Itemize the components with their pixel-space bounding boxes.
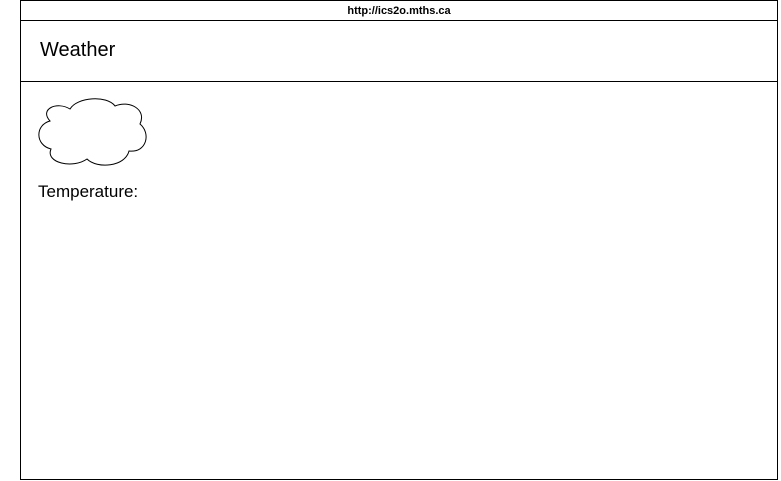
browser-window: http://ics2o.mths.ca Weather Temperature… (20, 0, 778, 480)
address-bar[interactable]: http://ics2o.mths.ca (21, 1, 777, 21)
main-content: Temperature: (21, 82, 777, 479)
cloud-icon (38, 98, 147, 166)
url-text: http://ics2o.mths.ca (347, 4, 451, 17)
temperature-label: Temperature: (38, 182, 139, 201)
page-title: Weather (40, 39, 116, 61)
page-header: Weather (21, 21, 777, 82)
